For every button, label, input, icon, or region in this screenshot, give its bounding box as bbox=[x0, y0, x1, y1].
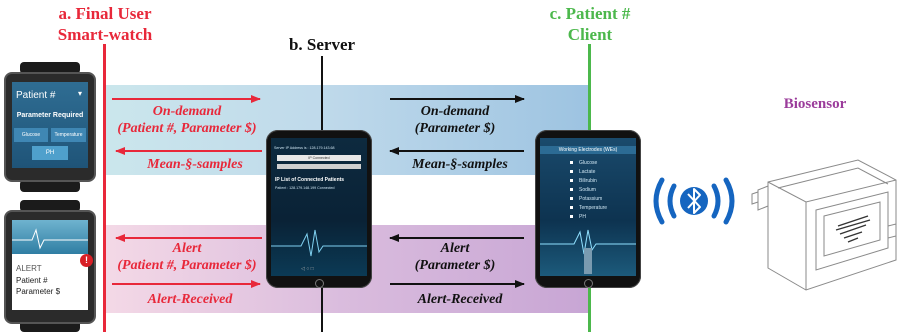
checkbox-icon bbox=[570, 170, 573, 173]
bluetooth-icon bbox=[652, 174, 736, 228]
header-client: c. Patient # Client bbox=[520, 3, 660, 45]
smartwatch-top: Patient # ▾ Parameter Required Glucose T… bbox=[2, 62, 98, 192]
smartwatch-bottom: ALERT Patient # Parameter $ ! bbox=[2, 200, 98, 332]
header-client-line2: Client bbox=[567, 25, 613, 44]
watch-btn-glucose[interactable]: Glucose bbox=[14, 128, 48, 142]
smartwatch-bottom-screen: ALERT Patient # Parameter $ bbox=[12, 220, 88, 310]
electrode-label: Potassium bbox=[579, 196, 603, 202]
electrode-label: Bilirubin bbox=[579, 178, 597, 184]
checkbox-icon bbox=[570, 161, 573, 164]
smartwatch-lifeline bbox=[103, 44, 106, 332]
label-on-demand-left-1: On-demand bbox=[152, 104, 222, 119]
electrode-item[interactable]: Potassium bbox=[570, 196, 630, 205]
electrode-list: Glucose Lactate Bilirubin Sodium Potassi… bbox=[570, 160, 630, 223]
label-alert-received-right: Alert-Received bbox=[417, 292, 503, 307]
server-ecg-graphic bbox=[271, 229, 367, 257]
client-tablet: Working Electrodes (WEs) Glucose Lactate… bbox=[535, 130, 641, 288]
header-client-line1: c. Patient # bbox=[549, 4, 631, 23]
header-server: b. Server bbox=[288, 35, 356, 54]
electrode-label: Temperature bbox=[579, 205, 608, 211]
server-list-item: Patient : 128.179.148.199 Connected bbox=[275, 186, 335, 190]
label-on-demand-left-2: (Patient #, Parameter $) bbox=[117, 121, 257, 136]
header-smartwatch-line1: a. Final User bbox=[58, 4, 152, 23]
electrode-item[interactable]: PH bbox=[570, 214, 630, 223]
client-ecg-graphic bbox=[540, 229, 636, 255]
label-on-demand-left: On-demand (Patient #, Parameter $) bbox=[112, 103, 262, 137]
label-on-demand-right: On-demand (Parameter $) bbox=[385, 103, 525, 137]
watch-subtitle: Parameter Required bbox=[16, 112, 84, 119]
alert-badge-icon: ! bbox=[80, 254, 93, 267]
label-alert-left-2: (Patient #, Parameter $) bbox=[117, 258, 257, 273]
label-alert-right-2: (Parameter $) bbox=[414, 258, 496, 273]
server-ip-button[interactable]: IP Connected bbox=[277, 155, 361, 161]
electrode-item[interactable]: Bilirubin bbox=[570, 178, 630, 187]
client-title: Working Electrodes (WEs) bbox=[540, 146, 636, 154]
electrode-label: Sodium bbox=[579, 187, 596, 193]
label-mean-right: Mean-§-samples bbox=[412, 157, 508, 172]
electrode-item[interactable]: Sodium bbox=[570, 187, 630, 196]
smartwatch-top-screen: Patient # ▾ Parameter Required Glucose T… bbox=[12, 82, 88, 168]
label-on-demand-right-2: (Parameter $) bbox=[414, 121, 496, 136]
server-ip-line: Server IP Address is : 128.179.143.68 bbox=[274, 146, 335, 150]
label-alert-right: Alert (Parameter $) bbox=[385, 240, 525, 274]
checkbox-icon bbox=[570, 215, 573, 218]
header-smartwatch: a. Final User Smart-watch bbox=[10, 3, 200, 45]
checkbox-icon bbox=[570, 179, 573, 182]
label-alert-right-1: Alert bbox=[440, 241, 470, 256]
checkbox-icon bbox=[570, 197, 573, 200]
checkbox-icon bbox=[570, 188, 573, 191]
watch-btn-temperature[interactable]: Temperature bbox=[51, 128, 86, 142]
label-on-demand-right-1: On-demand bbox=[420, 104, 490, 119]
label-alert-received-left: Alert-Received bbox=[147, 292, 233, 307]
client-tablet-screen: Working Electrodes (WEs) Glucose Lactate… bbox=[540, 138, 636, 276]
checkbox-icon bbox=[570, 206, 573, 209]
electrode-item[interactable]: Temperature bbox=[570, 205, 630, 214]
header-smartwatch-line2: Smart-watch bbox=[57, 25, 153, 44]
label-mean-left: Mean-§-samples bbox=[147, 157, 243, 172]
header-biosensor: Biosensor bbox=[783, 96, 847, 112]
home-button-icon[interactable] bbox=[315, 279, 324, 288]
electrode-item[interactable]: Glucose bbox=[570, 160, 630, 169]
biosensor-device bbox=[751, 159, 897, 291]
watch-btn-ph[interactable]: PH bbox=[32, 146, 68, 160]
electrode-label: Lactate bbox=[579, 169, 596, 175]
label-alert-left: Alert (Patient #, Parameter $) bbox=[112, 240, 262, 274]
chevron-down-icon: ▾ bbox=[77, 89, 82, 98]
electrode-label: PH bbox=[579, 214, 586, 220]
watch-title: Patient # bbox=[16, 90, 56, 101]
server-tablet-screen: Server IP Address is : 128.179.143.68 IP… bbox=[271, 138, 367, 276]
electrode-label: Glucose bbox=[579, 160, 598, 166]
nav-bar: ◁ ○ □ bbox=[301, 266, 314, 272]
electrode-item[interactable]: Lactate bbox=[570, 169, 630, 178]
server-tablet: Server IP Address is : 128.179.143.68 IP… bbox=[266, 130, 372, 288]
label-alert-left-1: Alert bbox=[172, 241, 202, 256]
watch-alert-title: ALERT bbox=[16, 264, 42, 273]
home-button-icon[interactable] bbox=[584, 279, 593, 288]
watch-alert-line1: Patient # bbox=[16, 276, 48, 285]
watch-alert-line2: Parameter $ bbox=[16, 287, 61, 296]
server-list-title: IP List of Connected Patients bbox=[275, 177, 345, 183]
